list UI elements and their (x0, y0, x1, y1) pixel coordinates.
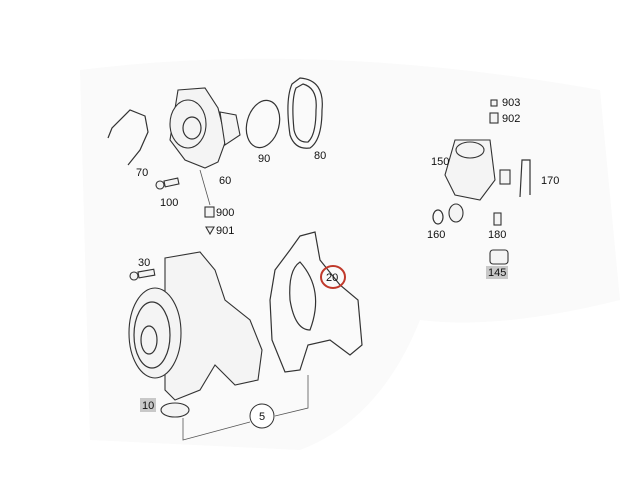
part-170-clip (519, 159, 531, 198)
label-180: 180 (488, 229, 506, 241)
part-160-ring (432, 209, 444, 225)
part-100-bolt (155, 177, 180, 190)
group-circle-5 (249, 403, 275, 429)
label-145: 145 (488, 267, 506, 279)
label-30: 30 (138, 257, 150, 269)
part-900-plug (204, 206, 215, 218)
label-90: 90 (258, 153, 270, 165)
part-60-housing (169, 87, 241, 206)
part-902 (489, 112, 499, 124)
part-70-clip (107, 109, 149, 166)
label-20: 20 (326, 272, 338, 284)
label-80: 80 (314, 150, 326, 162)
label-5: 5 (259, 411, 265, 423)
leader-lines-5 (182, 375, 309, 441)
label-box-145 (486, 266, 508, 279)
part-90-oring (245, 99, 281, 149)
label-903: 903 (502, 97, 520, 109)
label-box-10 (140, 398, 156, 412)
part-10-water-pump (128, 251, 263, 418)
label-170: 170 (541, 175, 559, 187)
part-903 (490, 99, 498, 107)
part-180-bolt (493, 212, 502, 226)
label-150: 150 (431, 156, 449, 168)
label-900: 900 (216, 207, 234, 219)
part-20-gasket (269, 231, 363, 373)
label-901: 901 (216, 225, 234, 237)
label-60: 60 (219, 175, 231, 187)
part-901-seal (205, 226, 215, 236)
part-145-sleeve (489, 249, 509, 265)
label-10: 10 (142, 400, 154, 412)
part-30-bolt (129, 268, 156, 281)
label-70: 70 (136, 167, 148, 179)
label-902: 902 (502, 113, 520, 125)
part-80-gasket (287, 77, 323, 149)
highlight-circle-20 (320, 265, 346, 289)
background-shade (80, 58, 620, 450)
label-160: 160 (427, 229, 445, 241)
part-150-valve (444, 139, 511, 223)
label-100: 100 (160, 197, 178, 209)
